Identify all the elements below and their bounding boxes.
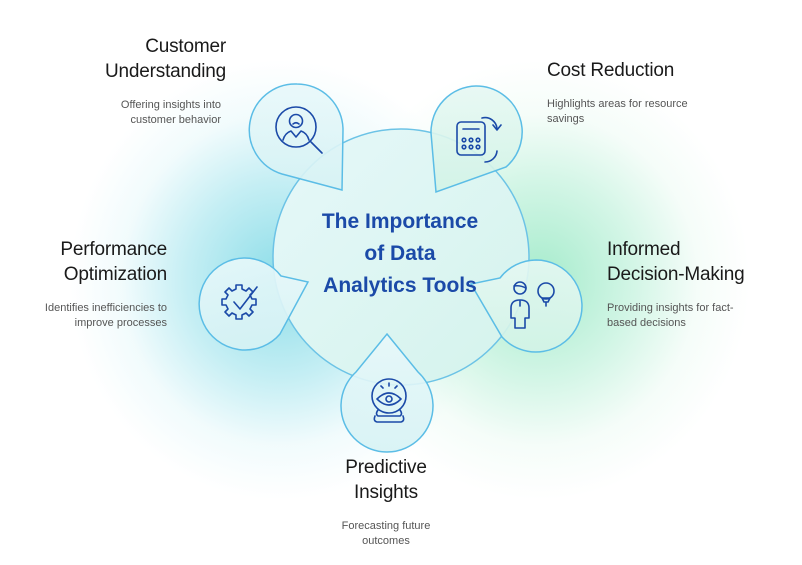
label-customer-understanding: Customer Understanding Offering insights… [26,34,226,128]
node-title-line: Understanding [105,61,226,82]
node-description-line: outcomes [362,535,410,547]
pin-performance-optimization[interactable] [198,257,310,351]
node-description-line: savings [547,113,585,125]
node-description: Forecasting future outcomes [286,519,486,549]
node-description: Highlights areas for resource savings [547,97,747,127]
pin-informed-decision-making[interactable] [469,259,583,353]
node-title: Cost Reduction [547,58,747,83]
node-title-line: Decision-Making [607,264,745,285]
pin-predictive-insights[interactable] [340,332,434,453]
node-title: Customer Understanding [26,34,226,84]
node-title-line: Predictive [345,457,427,478]
node-title: Performance Optimization [0,237,167,287]
gear-check-icon [221,284,258,320]
label-informed-decision-making: Informed Decision-Making Providing insig… [607,237,802,331]
person-lightbulb-icon [510,281,555,329]
label-cost-reduction: Cost Reduction Highlights areas for reso… [547,58,747,127]
diagram-title: The Importance of Data Analytics Tools [290,206,510,302]
node-title-line: Insights [354,482,418,503]
person-search-icon [275,106,323,154]
crystal-ball-eye-icon [371,378,407,423]
node-description: Offering insights into customer behavior [26,98,221,128]
node-description-line: based decisions [607,317,686,329]
pin-customer-understanding[interactable] [248,83,344,191]
node-title-line: Performance [60,239,167,260]
label-predictive-insights: Predictive Insights Forecasting future o… [286,455,486,549]
node-description-line: customer behavior [130,114,222,126]
node-title-line: Informed [607,239,681,260]
node-title-line: Customer [145,36,226,57]
node-title: Predictive Insights [286,455,486,505]
node-description-line: Identifies inefficiencies to [44,302,167,314]
node-description-line: Forecasting future [341,520,431,532]
title-line-3: Analytics Tools [323,274,477,297]
node-title: Informed Decision-Making [607,237,802,287]
node-description-line: Offering insights into [120,99,221,111]
node-description-line: Highlights areas for resource [547,98,688,110]
node-description: Identifies inefficiencies to improve pro… [0,301,167,331]
label-performance-optimization: Performance Optimization Identifies inef… [0,237,167,331]
title-line-2: of Data [364,242,436,265]
node-description-line: Providing insights for fact- [607,302,734,314]
calculator-cycle-icon [456,116,502,163]
title-line-1: The Importance [321,210,479,233]
node-description: Providing insights for fact- based decis… [607,301,802,331]
pin-cost-reduction[interactable] [430,85,523,194]
node-title-line: Optimization [63,264,167,285]
node-title-line: Cost Reduction [547,60,675,81]
node-description-line: improve processes [74,317,167,329]
